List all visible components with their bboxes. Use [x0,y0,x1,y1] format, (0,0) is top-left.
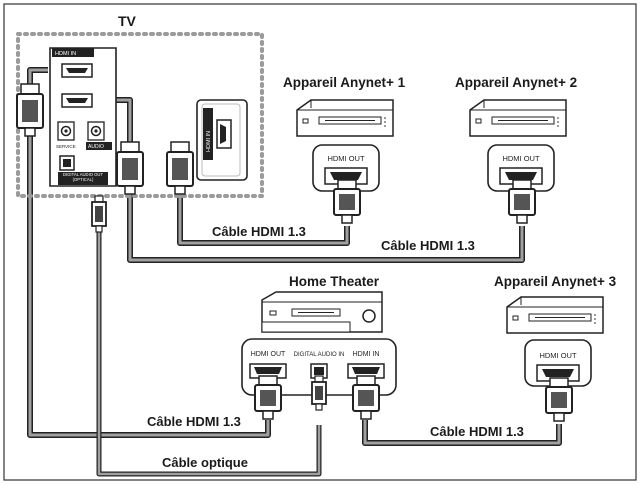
side-hdmi-text: HDMI IN [206,131,212,152]
anynet1-box [296,99,394,137]
home-theater-device: Home Theater HDMI OUT DIGITAL AUDIO IN H… [241,274,397,420]
plug-tv-optical [91,195,107,233]
anynet1-port-text: HDMI OUT [327,154,364,163]
anynet2-port: HDMI OUT [487,144,555,192]
cable-optical [96,230,322,477]
tv-audio-jack [87,121,105,141]
tv-side-plugs [16,83,194,233]
audio-tag [86,142,112,150]
digital-audio-out-tag [58,172,108,185]
anynet-device-2: Appareil Anynet+ 2 HDMI OUT [455,75,577,224]
cables [27,67,562,477]
ht-hdmi-in-text: HDMI IN [353,351,380,358]
service-text: SERVICE [56,144,76,149]
anynet3-port-text: HDMI OUT [539,351,576,360]
tv-service-jack [57,121,75,141]
anynet3-label: Appareil Anynet+ 3 [494,274,617,289]
plug-tv-middle [116,141,144,195]
cable-label-hdmi-3: Câble HDMI 1.3 [430,424,524,439]
anynet3-box [506,296,604,334]
cable-hdmi-anynet1 [177,150,350,246]
anynet3-port: HDMI OUT [524,339,592,387]
tv-hdmi-port-1 [61,63,93,78]
cable-hdmi-anynet2 [100,97,525,263]
ht-digital-audio-in-text: DIGITAL AUDIO IN [294,352,345,358]
hdmi-in-text: HDMI IN [55,51,76,57]
cable-label-hdmi-2: Câble HDMI 1.3 [381,238,475,253]
tv-panel: TV HDMI IN SERVICE AUDIO [16,13,264,198]
anynet2-box [469,99,567,137]
cable-label-optical: Câble optique [162,455,248,470]
cable-label-hdmi-ht: Câble HDMI 1.3 [147,414,241,429]
audio-text: AUDIO [88,144,104,150]
digital-audio-out-text: DIGITAL AUDIO OUT (OPTICAL) [62,172,104,182]
anynet1-label: Appareil Anynet+ 1 [283,75,406,90]
anynet-device-1: Appareil Anynet+ 1 HDMI OUT [283,75,406,224]
hdmi-in-tag [52,48,94,57]
anynet-device-3: Appareil Anynet+ 3 HDMI OUT [494,274,617,422]
tv-optical-port [59,155,75,171]
home-theater-label: Home Theater [289,274,380,289]
anynet2-label: Appareil Anynet+ 2 [455,75,577,90]
tv-hdmi-port-2 [61,93,93,108]
plug-tv-left [16,83,44,137]
cable-labels: Câble HDMI 1.3 Câble HDMI 1.3 Câble HDMI… [147,224,524,470]
cable-hdmi-anynet3 [362,420,562,446]
anynet2-port-text: HDMI OUT [502,154,539,163]
ht-hdmi-out-text: HDMI OUT [251,351,286,358]
cable-label-hdmi-1: Câble HDMI 1.3 [212,224,306,239]
home-theater-box [261,291,383,333]
tv-side-panel: HDMI IN [196,99,248,181]
tv-label: TV [118,13,137,29]
cable-hdmi-ht [27,67,271,438]
plug-tv-side [166,141,194,195]
